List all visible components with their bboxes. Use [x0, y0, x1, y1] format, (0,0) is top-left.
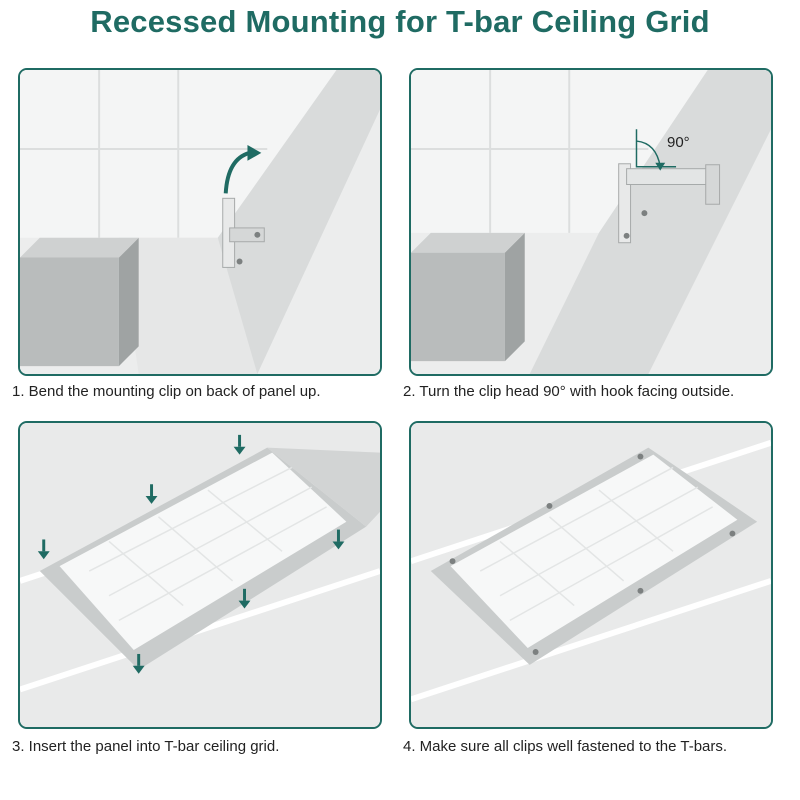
step-4-image	[409, 421, 773, 729]
step-1-caption: 1. Bend the mounting clip on back of pan…	[12, 383, 321, 400]
step-1-image	[18, 68, 382, 376]
step-2-caption: 2. Turn the clip head 90° with hook faci…	[403, 383, 735, 400]
step-2-image: 90°	[409, 68, 773, 376]
step-3-image	[18, 421, 382, 729]
step-3-caption: 3. Insert the panel into T-bar ceiling g…	[12, 738, 280, 755]
step-4-caption: 4. Make sure all clips well fastened to …	[403, 738, 728, 755]
angle-label: 90°	[667, 134, 690, 151]
page-title: Recessed Mounting for T-bar Ceiling Grid	[90, 4, 710, 39]
